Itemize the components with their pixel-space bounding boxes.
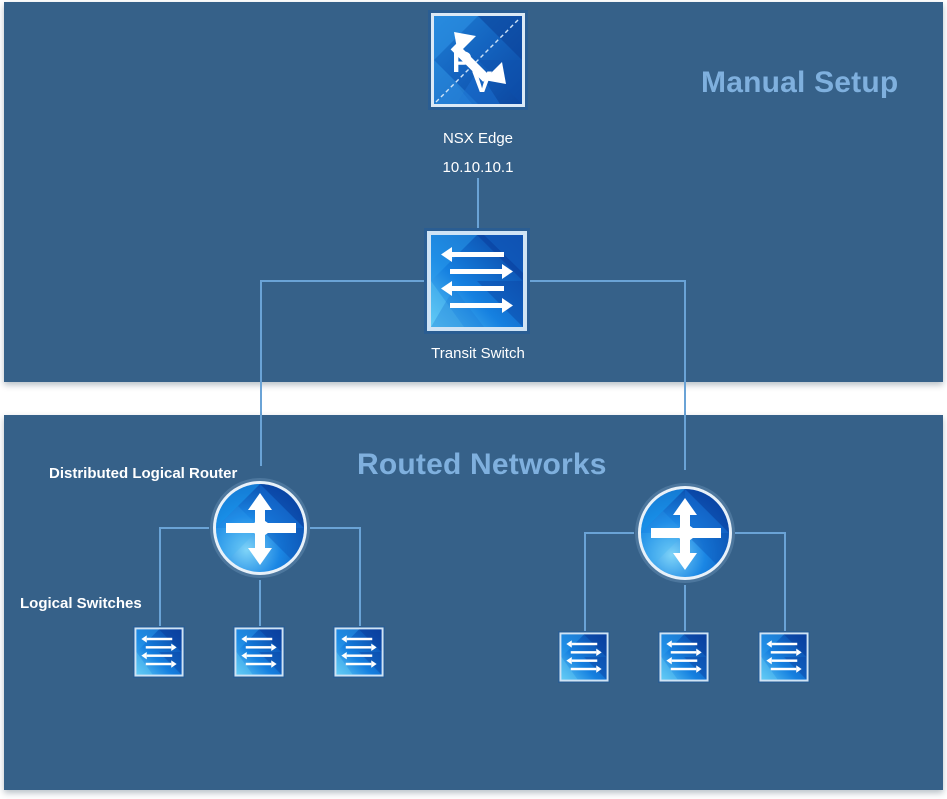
section-title-manual-setup: Manual Setup [701,66,899,99]
link-edge-to-transit [477,178,479,230]
svg-text:V: V [472,66,492,99]
router-icon-left[interactable] [208,476,312,580]
link-dlr-right-east [735,532,785,534]
link-dlr-right-stem [684,585,686,635]
link-dlr-left-west [159,527,209,529]
link-dlr-right-branch-3 [784,532,786,635]
label-distributed-logical-router: Distributed Logical Router [49,465,238,482]
nsx-edge-icon[interactable]: P V [428,10,528,110]
link-transit-bus-left [260,280,424,282]
transit-switch-name-label: Transit Switch [431,345,525,362]
logical-switch-icon-1[interactable] [133,626,185,678]
logical-switch-icon-4[interactable] [558,631,610,683]
label-logical-switches: Logical Switches [20,595,142,612]
link-transit-bus-right [530,280,686,282]
link-drop-right-lower [684,415,686,470]
transit-switch-icon[interactable] [424,228,530,334]
link-transit-to-dlr-right [684,280,686,470]
router-icon-right[interactable] [633,481,737,585]
logical-switch-icon-5[interactable] [658,631,710,683]
link-dlr-left-stem [259,580,261,630]
logical-switch-icon-2[interactable] [233,626,285,678]
logical-switch-icon-6[interactable] [758,631,810,683]
section-title-routed-networks: Routed Networks [357,448,607,481]
link-dlr-left-branch-1 [159,527,161,630]
link-dlr-right-west [584,532,634,534]
link-drop-left-lower [260,415,262,466]
link-transit-to-dlr-left [260,280,262,466]
logical-switch-icon-3[interactable] [333,626,385,678]
link-dlr-left-branch-3 [359,527,361,630]
nsx-edge-name-label: NSX Edge [442,130,514,147]
nsx-edge-ip-label: 10.10.10.1 [442,159,514,176]
link-dlr-right-branch-1 [584,532,586,635]
link-dlr-left-east [310,527,360,529]
svg-text:P: P [452,46,472,79]
